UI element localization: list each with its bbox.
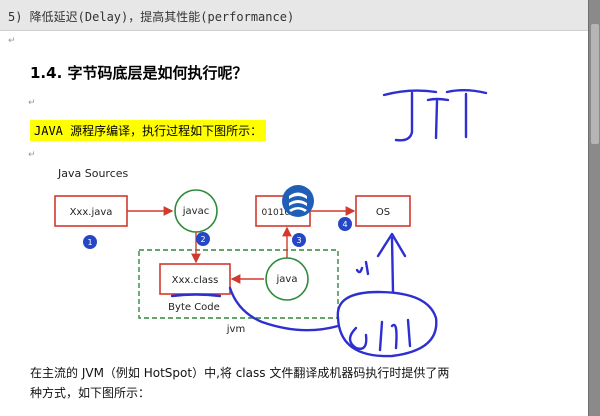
- xxx-class-label: Xxx.class: [172, 275, 219, 286]
- step-badge-3: [292, 233, 306, 247]
- vertical-scrollbar[interactable]: [588, 0, 600, 416]
- watermark-logo: [282, 185, 314, 217]
- pen-underline: [170, 293, 222, 298]
- paragraph-mark: ↵: [8, 36, 16, 46]
- os-label: OS: [376, 207, 390, 218]
- jvm-label: jvm: [226, 324, 245, 335]
- jit-stroke: [434, 99, 439, 140]
- java-label: java: [276, 274, 298, 285]
- step-badge-1: [83, 235, 97, 249]
- step-badge-1-label: 1: [87, 238, 92, 247]
- jit-stroke: [382, 89, 438, 97]
- title-strip: [0, 0, 588, 31]
- pen-connector: [228, 286, 340, 332]
- section-heading: 1.4. 字节码底层是如何执行呢？: [30, 64, 248, 82]
- xxx-java-label: Xxx.java: [70, 207, 113, 218]
- pen-arrow-head: [376, 232, 407, 258]
- jit-stroke: [445, 89, 488, 95]
- byte-code-region: [138, 249, 339, 319]
- pen-marks: [355, 260, 370, 276]
- step-badge-2: [196, 232, 210, 246]
- pen-scribble: [348, 326, 368, 350]
- previous-line-text: 5) 降低延迟(Delay)，提高其性能(performance): [8, 10, 295, 24]
- step-badge-3-label: 3: [296, 236, 301, 245]
- os-box: [355, 195, 411, 227]
- pen-scribble: [378, 318, 412, 352]
- jit-stroke: [394, 91, 414, 142]
- binary-label: 010101...: [262, 208, 305, 218]
- pen-arrow: [390, 236, 395, 294]
- jit-stroke: [426, 97, 450, 102]
- xxx-class-box: [159, 263, 231, 295]
- paragraph-mark: ↵: [28, 150, 36, 160]
- body-paragraph: 在主流的 JVM（例如 HotSpot）中,将 class 文件翻译成机器码执行…: [30, 366, 450, 380]
- xxx-java-box: [54, 195, 128, 227]
- diagram-title: Java Sources: [57, 167, 129, 180]
- byte-code-label: Byte Code: [168, 302, 220, 313]
- javac-label: javac: [182, 206, 209, 217]
- scrollbar-thumb[interactable]: [591, 24, 599, 144]
- step-badge-4: [338, 217, 352, 231]
- step-badge-2-label: 2: [200, 235, 205, 244]
- body-paragraph: 种方式，如下图所示：: [30, 386, 151, 400]
- paragraph-mark: ↵: [28, 98, 36, 108]
- pen-circle: [336, 290, 438, 358]
- step-badge-4-label: 4: [342, 220, 347, 229]
- highlighted-sentence: JAVA 源程序编译，执行过程如下图所示：: [30, 120, 267, 141]
